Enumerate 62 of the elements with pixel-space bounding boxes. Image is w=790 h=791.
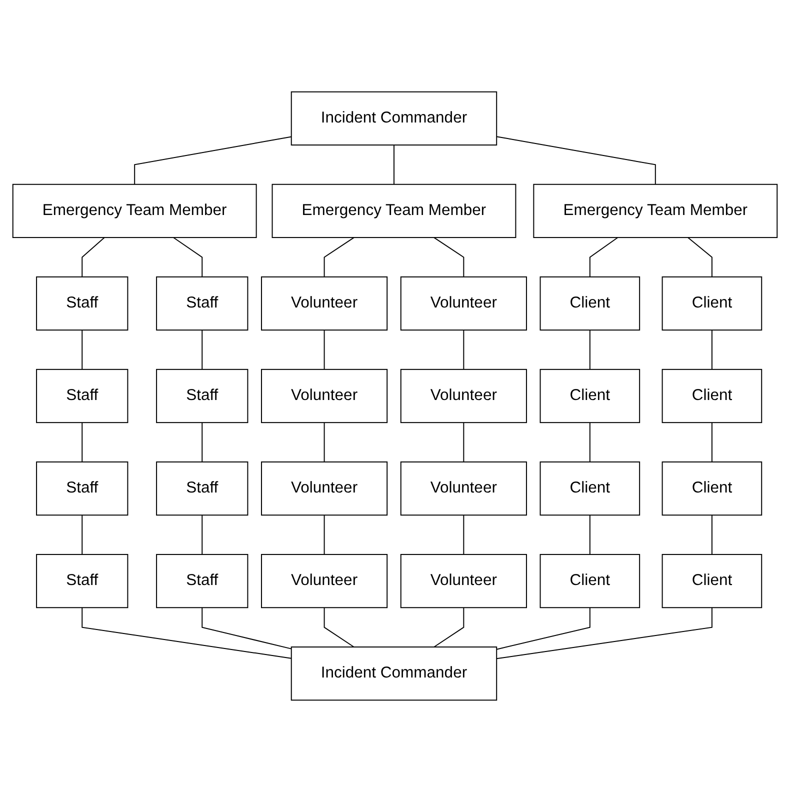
connector bbox=[463, 329, 464, 370]
connector bbox=[82, 514, 83, 554]
connector bbox=[496, 606, 590, 650]
connector bbox=[82, 606, 292, 658]
node-box: Emergency Team Member bbox=[12, 183, 257, 238]
node-box: Client bbox=[662, 368, 762, 423]
connector bbox=[711, 514, 712, 554]
node-box: Volunteer bbox=[400, 460, 527, 516]
connector bbox=[393, 144, 394, 184]
node-box: Client bbox=[662, 276, 762, 330]
node-box: Staff bbox=[36, 368, 128, 423]
connector bbox=[589, 236, 618, 277]
connector bbox=[434, 606, 464, 647]
node-box: Staff bbox=[156, 276, 248, 330]
connector bbox=[496, 606, 712, 659]
connector bbox=[463, 514, 464, 554]
connector bbox=[496, 136, 656, 184]
node-box: Client bbox=[540, 553, 640, 608]
node-box: Volunteer bbox=[261, 368, 388, 423]
node-box: Volunteer bbox=[261, 553, 388, 608]
node-box: Staff bbox=[36, 553, 128, 608]
connector bbox=[202, 422, 203, 462]
connector bbox=[589, 514, 590, 554]
node-box: Staff bbox=[36, 460, 128, 516]
node-box: Volunteer bbox=[261, 276, 388, 330]
connector bbox=[202, 606, 292, 649]
connector bbox=[202, 329, 203, 370]
connector bbox=[324, 606, 354, 647]
connector bbox=[711, 329, 712, 370]
connector bbox=[134, 136, 292, 184]
connector bbox=[324, 514, 325, 554]
node-box: Volunteer bbox=[400, 553, 527, 608]
node-box: Incident Commander bbox=[290, 90, 498, 145]
connector bbox=[82, 236, 105, 277]
node-box: Client bbox=[540, 276, 640, 330]
connector bbox=[324, 236, 354, 277]
node-box: Volunteer bbox=[400, 368, 527, 423]
node-box: Staff bbox=[156, 553, 248, 608]
connector bbox=[324, 422, 325, 462]
connector bbox=[463, 422, 464, 462]
connector bbox=[589, 422, 590, 462]
connector bbox=[687, 236, 712, 277]
node-box: Emergency Team Member bbox=[272, 183, 516, 238]
connector bbox=[589, 329, 590, 370]
node-box: Emergency Team Member bbox=[533, 183, 778, 238]
node-box: Volunteer bbox=[261, 460, 388, 516]
connector bbox=[202, 514, 203, 554]
connector bbox=[82, 329, 83, 370]
node-box: Staff bbox=[156, 460, 248, 516]
node-box: Incident Commander bbox=[290, 646, 498, 700]
node-box: Client bbox=[662, 460, 762, 516]
node-box: Staff bbox=[36, 276, 128, 330]
node-box: Client bbox=[662, 553, 762, 608]
connector bbox=[82, 422, 83, 462]
node-box: Staff bbox=[156, 368, 248, 423]
connector bbox=[711, 422, 712, 462]
node-box: Client bbox=[540, 460, 640, 516]
connector bbox=[324, 329, 325, 370]
connector bbox=[172, 236, 203, 277]
node-box: Client bbox=[540, 368, 640, 423]
connector bbox=[434, 236, 464, 277]
node-box: Volunteer bbox=[400, 276, 527, 330]
